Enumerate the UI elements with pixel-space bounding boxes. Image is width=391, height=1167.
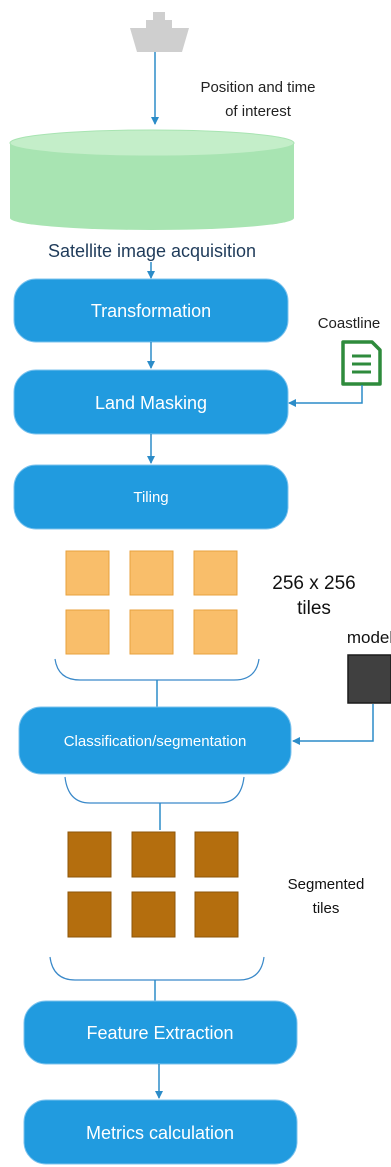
- arrow-model-to-classification: [292, 704, 374, 745]
- coastline-label: Coastline: [318, 315, 381, 332]
- arrow-coastline-to-landmasking: [288, 385, 363, 407]
- segmented-tiles: [67, 831, 239, 938]
- input-tile: [65, 550, 110, 596]
- segmented-tile: [131, 831, 176, 878]
- model-icon: [347, 654, 391, 704]
- segmented-tiles-label-line1: Segmented: [288, 876, 365, 893]
- step-metrics-calculation: [23, 1099, 298, 1165]
- input-tile: [193, 609, 238, 655]
- step-classification: [18, 706, 292, 775]
- input-tile: [65, 609, 110, 655]
- segmented-tile: [131, 891, 176, 938]
- model-label: model: [347, 628, 391, 647]
- database-cylinder: [9, 129, 295, 230]
- classification-bracket: [64, 776, 245, 804]
- segmented-tiles-label-line2: tiles: [313, 900, 340, 917]
- input-tiles-label-line2: tiles: [297, 598, 331, 619]
- step-metrics-calculation-label: Metrics calculation: [86, 1123, 234, 1143]
- step-land-masking-label: Land Masking: [95, 393, 207, 413]
- segmented-tile: [67, 891, 112, 938]
- segmented-tile: [194, 831, 239, 878]
- step-tiling-label: Tiling: [133, 489, 168, 506]
- input-tile: [129, 550, 174, 596]
- step-transformation-label: Transformation: [91, 301, 211, 321]
- step-feature-extraction: [23, 1000, 298, 1065]
- input-tile: [193, 550, 238, 596]
- step-tiling: [13, 464, 289, 530]
- ship-icon: [130, 12, 189, 52]
- document-icon: [341, 340, 382, 386]
- step-feature-extraction-label: Feature Extraction: [86, 1023, 233, 1043]
- segmented-tiles-bracket: [49, 956, 265, 981]
- segmented-tile: [194, 891, 239, 938]
- input-label-line1: Position and time: [200, 79, 315, 96]
- segmented-tile: [67, 831, 112, 878]
- input-tiles-label-line1: 256 x 256: [272, 573, 355, 594]
- input-label-line2: of interest: [225, 103, 292, 120]
- input-tiles-bracket: [54, 658, 260, 681]
- input-tiles: [65, 550, 238, 655]
- database-label: Satellite image acquisition: [48, 241, 256, 261]
- input-tile: [129, 609, 174, 655]
- step-classification-label: Classification/segmentation: [64, 733, 247, 750]
